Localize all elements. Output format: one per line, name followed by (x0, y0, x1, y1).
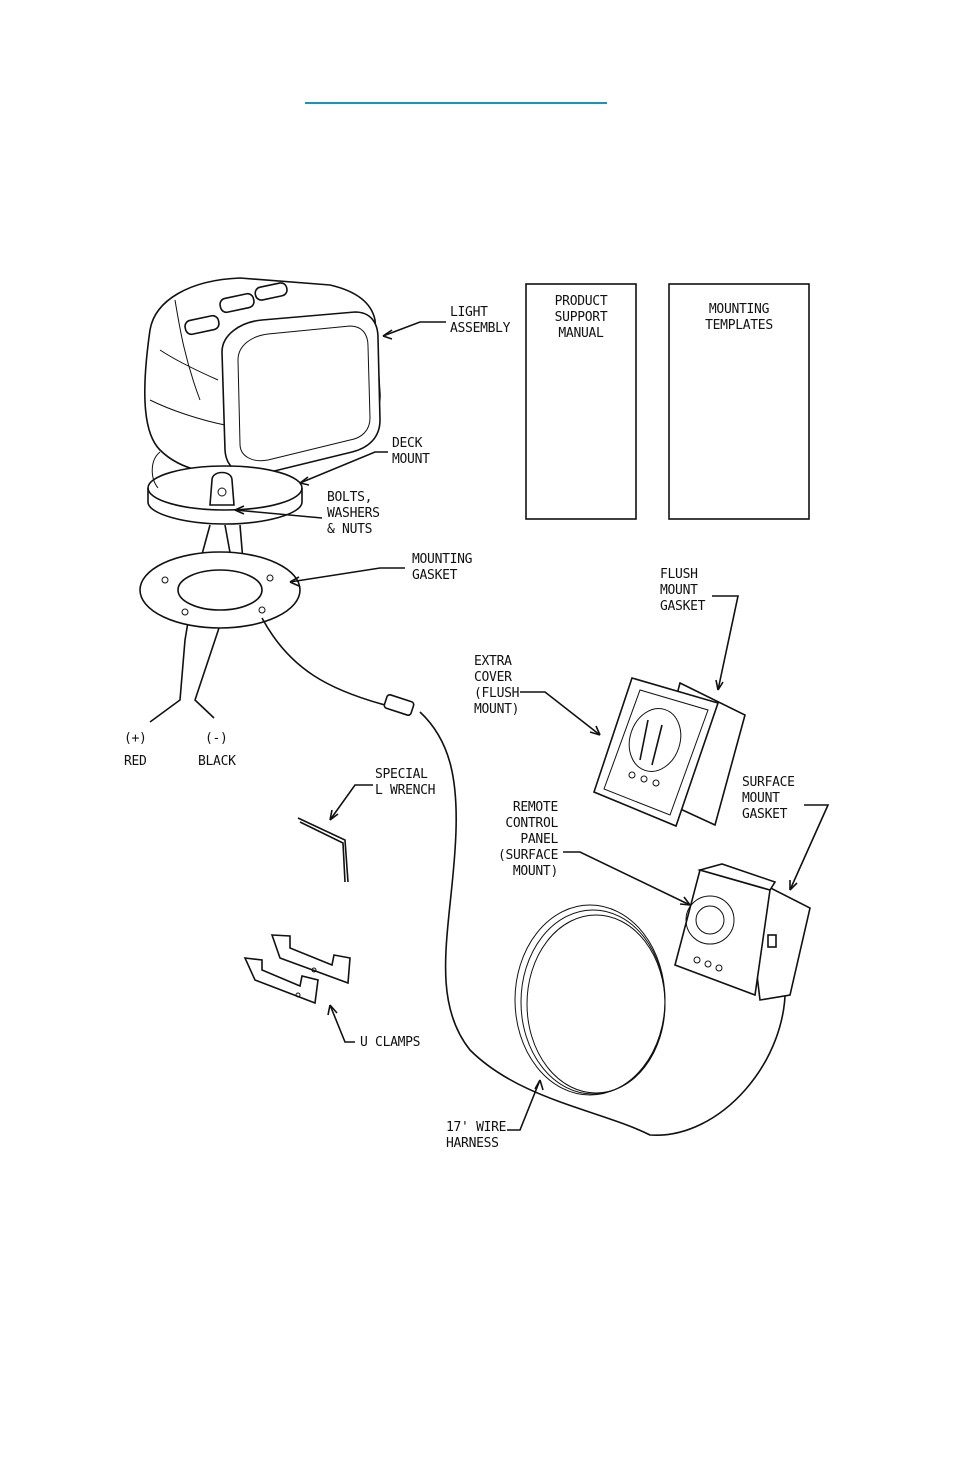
mounting-templates-drawing (668, 283, 810, 520)
label-mounting-gasket: MOUNTING GASKET (412, 552, 473, 583)
header-link-underline[interactable] (305, 102, 607, 104)
u-clamps-drawing (243, 934, 351, 1005)
label-mounting-templates: MOUNTING TEMPLATES (705, 302, 773, 333)
label-black: BLACK (198, 754, 236, 769)
label-surface-mount-gasket: SURFACE MOUNT GASKET (742, 775, 795, 822)
label-product-support-manual: PRODUCT SUPPORT MANUAL (554, 294, 608, 341)
deck-mount-drawing (147, 451, 303, 525)
harness-connector (383, 693, 415, 717)
harness-upper (261, 617, 386, 706)
l-wrench-drawing (297, 817, 349, 883)
label-red: RED (124, 754, 147, 769)
label-extra-cover: EXTRA COVER (FLUSH MOUNT) (474, 654, 520, 717)
label-plus: (+) (124, 731, 147, 746)
label-light-assembly: LIGHT ASSEMBLY (450, 305, 511, 336)
label-wire-harness: 17' WIRE HARNESS (446, 1120, 507, 1151)
leader-lines (234, 321, 830, 1131)
label-flush-mount-gasket: FLUSH MOUNT GASKET (660, 567, 706, 614)
wire-coil-drawing (514, 904, 666, 1096)
remote-control-panel-drawing (674, 863, 811, 1001)
label-minus: (-) (205, 731, 228, 746)
label-deck-mount: DECK MOUNT (392, 436, 430, 467)
light-assembly-drawing (144, 277, 381, 476)
harness-lower (419, 711, 786, 1136)
label-bolts-washers-nuts: BOLTS, WASHERS & NUTS (327, 490, 380, 537)
mounting-gasket-drawing (139, 551, 301, 629)
label-remote-control-panel: REMOTE CONTROL PANEL (SURFACE MOUNT) (498, 800, 559, 879)
label-special-l-wrench: SPECIAL L WRENCH (375, 767, 436, 798)
product-manual-drawing (525, 283, 637, 520)
label-u-clamps: U CLAMPS (360, 1035, 421, 1050)
flush-mount-drawing (593, 677, 746, 828)
